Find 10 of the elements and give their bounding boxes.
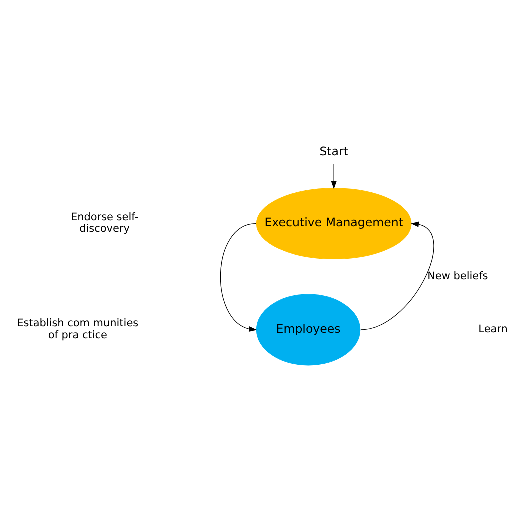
node-ellipse: Executive Management <box>256 188 412 260</box>
label: Endorse self- discovery <box>70 211 139 236</box>
node-ellipse: Employees <box>256 294 361 366</box>
arrow <box>360 222 434 330</box>
edge-label: New beliefs <box>428 270 488 282</box>
label: Learn <box>478 323 508 336</box>
label: Establish com munities of pra ctice <box>17 318 139 342</box>
node-text: Start <box>320 144 348 158</box>
arrow <box>220 224 258 332</box>
arrow <box>331 164 337 190</box>
